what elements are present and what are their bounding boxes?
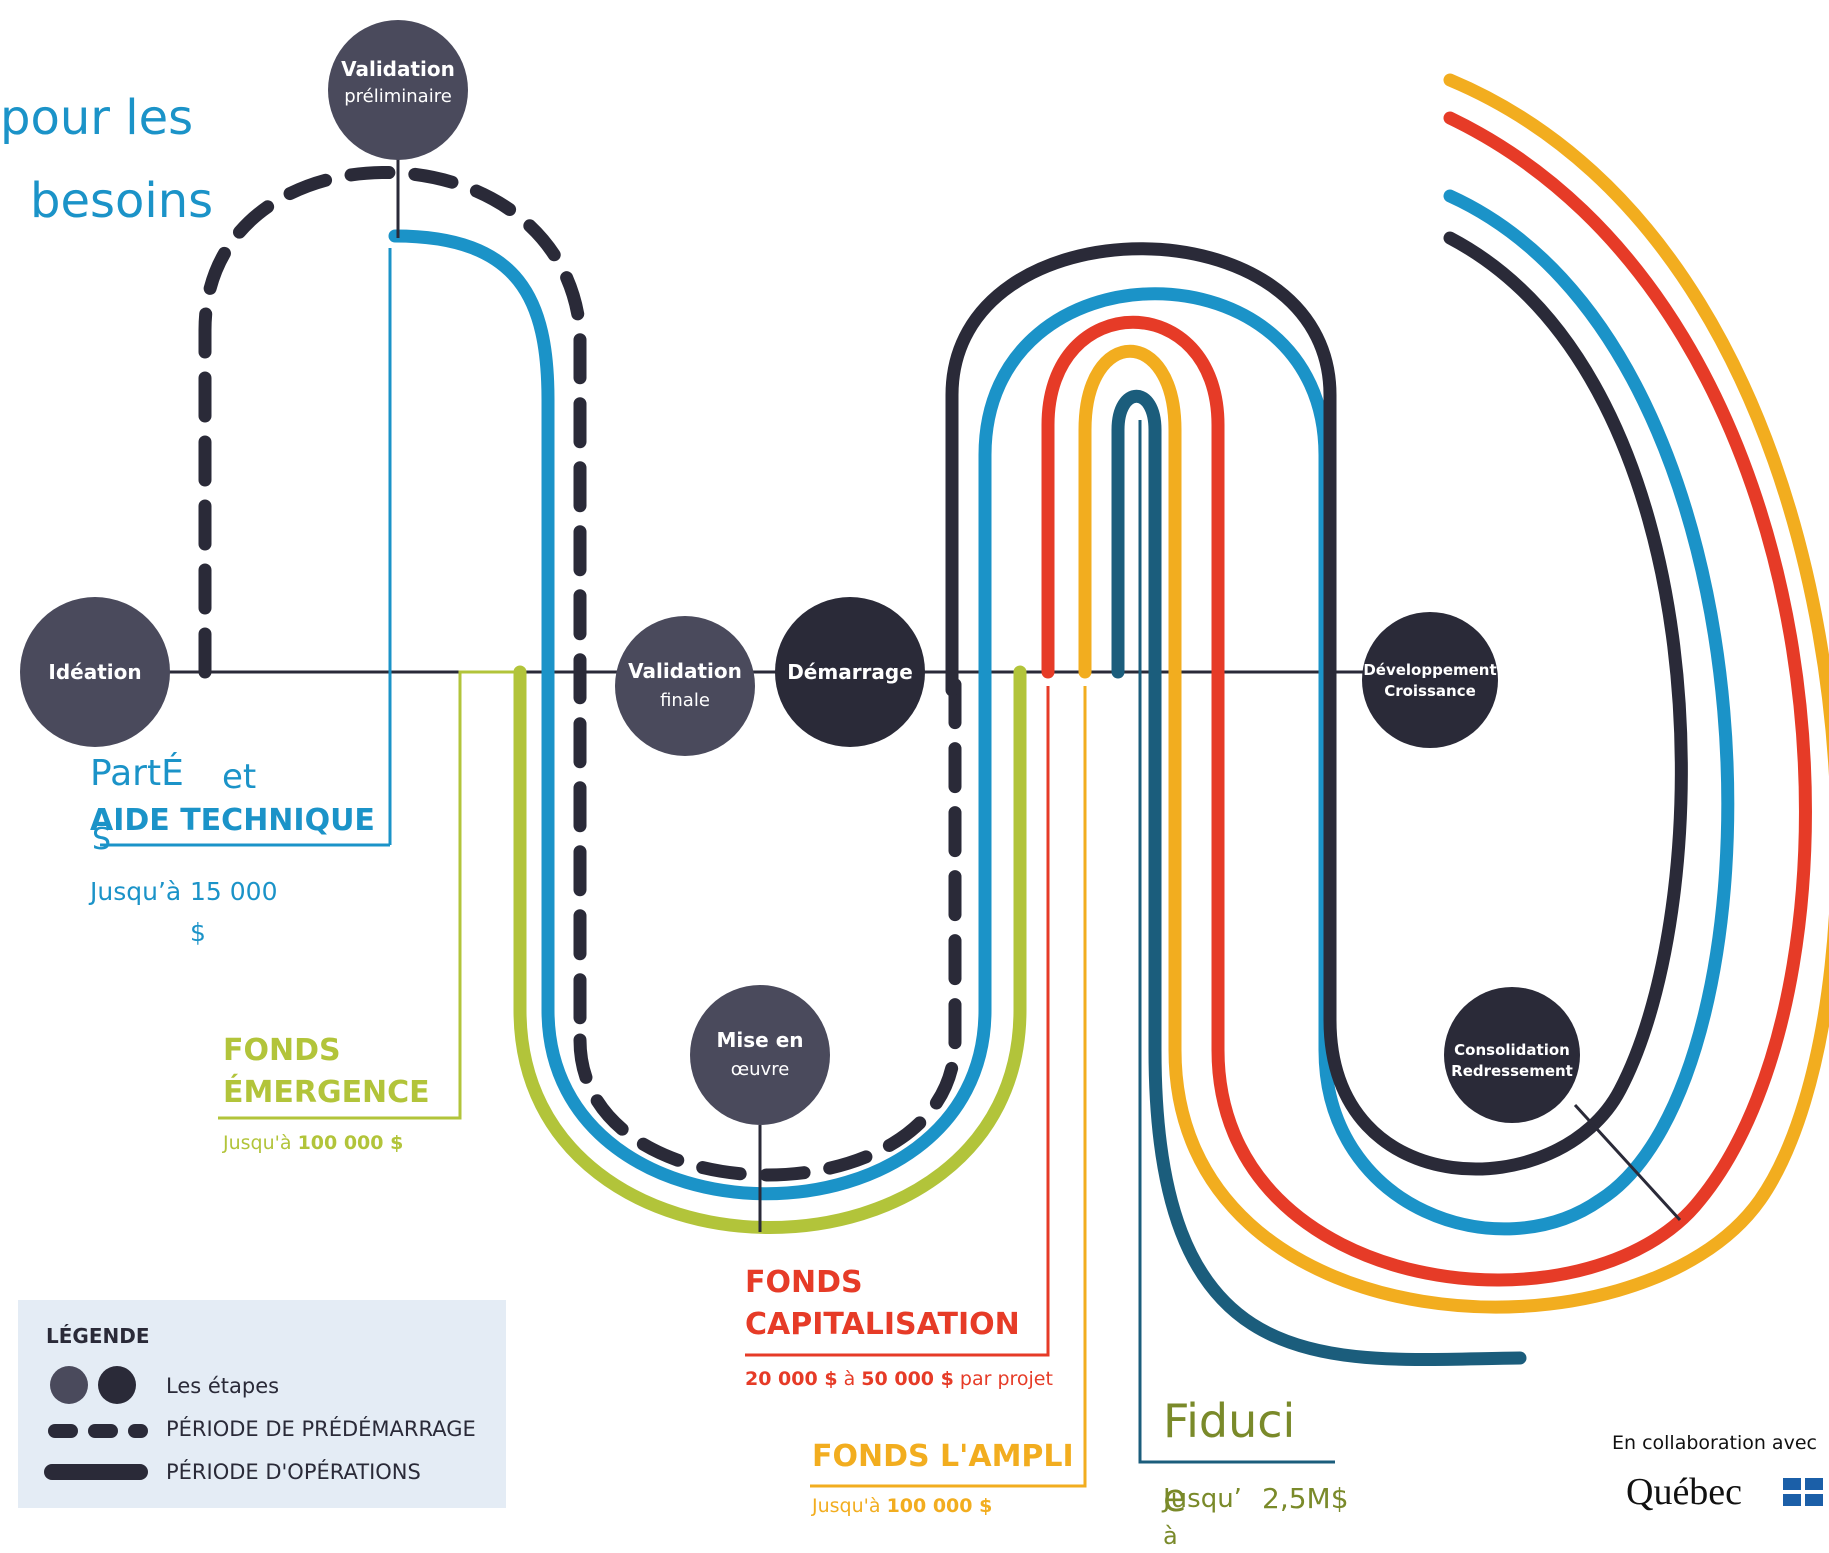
legend-solid-line (44, 1464, 148, 1480)
svg-text:œuvre: œuvre (731, 1059, 790, 1080)
stage-ideation: Idéation (20, 597, 170, 747)
svg-text:Redressement: Redressement (1451, 1062, 1573, 1080)
quebec-logo-text: Québec (1626, 1471, 1743, 1513)
legend-item-stages: Les étapes (166, 1374, 280, 1398)
stage-validation-preliminaire: Validation préliminaire (328, 20, 468, 160)
ampli-amount: Jusqu'à 100 000 $ (812, 1495, 993, 1517)
svg-text:Croissance: Croissance (1384, 682, 1476, 700)
legend-title: LÉGENDE (46, 1324, 150, 1348)
emergence-title-1: FONDS (223, 1033, 341, 1068)
prestart-dashed-path-2 (573, 673, 962, 1182)
orange-track (1078, 73, 1829, 1314)
fiducie-stray: e (1163, 1476, 1187, 1520)
green-track (513, 665, 1027, 1234)
aide-technique-amount: 15 000 (190, 877, 278, 906)
emergence-amount: Jusqu'à 100 000 $ (223, 1132, 404, 1154)
aide-technique-prefix: PartÉ (90, 753, 184, 794)
svg-text:préliminaire: préliminaire (344, 86, 452, 107)
ampli-title: FONDS L'AMPLI (812, 1439, 1074, 1474)
consolidation-stem (1573, 1103, 1682, 1222)
emergence-title-2: ÉMERGENCE (223, 1075, 430, 1110)
aide-technique-amount-prefix: Jusqu’à (90, 877, 182, 906)
legend-dash-1 (48, 1424, 78, 1438)
stage-mise-en-oeuvre: Mise en œuvre (690, 985, 830, 1125)
legend-item-operations: PÉRIODE D'OPÉRATIONS (166, 1460, 421, 1484)
aide-technique-connector: et (222, 757, 257, 797)
aide-technique-currency: $ (190, 918, 206, 947)
svg-text:Consolidation: Consolidation (1454, 1041, 1570, 1059)
legend-dash-3 (128, 1424, 148, 1438)
legend-dash-2 (88, 1424, 118, 1438)
fiducie-leader (1138, 420, 1335, 1464)
blue-track (388, 189, 1735, 1236)
legend-stage-dot-2 (98, 1366, 136, 1404)
emergence-leader (218, 670, 520, 1120)
svg-text:finale: finale (660, 690, 710, 711)
aide-technique-stray: S (92, 822, 112, 857)
collaboration-label: En collaboration avec (1612, 1432, 1817, 1454)
header-line-1: pour les (0, 90, 194, 146)
red-track (1041, 111, 1812, 1287)
fiducie-title: Fiduci (1163, 1394, 1296, 1448)
svg-text:Mise en: Mise en (717, 1028, 804, 1052)
fiducie-amount-prefix: Jusqu’ (1163, 1484, 1242, 1514)
navy-track (945, 231, 1688, 1176)
teal-track (1111, 389, 1527, 1366)
quebec-flag-icon (1783, 1478, 1823, 1506)
legend-stage-dot-1 (50, 1366, 88, 1404)
capitalisation-amount: 20 000 $ à 50 000 $ par projet (745, 1368, 1053, 1390)
stage-validation-finale: Validation finale (615, 616, 755, 756)
svg-text:Idéation: Idéation (48, 660, 141, 684)
legend: LÉGENDE Les étapes PÉRIODE DE PRÉDÉMARRA… (18, 1300, 506, 1508)
svg-text:Développement: Développement (1363, 661, 1496, 679)
header-line-2: besoins (30, 173, 214, 229)
capitalisation-leader (745, 686, 1050, 1357)
svg-text:Démarrage: Démarrage (787, 660, 913, 684)
legend-item-prestart: PÉRIODE DE PRÉDÉMARRAGE (166, 1417, 476, 1441)
prestart-dashed-path-1 (198, 166, 587, 1047)
svg-text:Validation: Validation (628, 659, 742, 683)
fiducie-amount-suffix: à (1163, 1522, 1178, 1550)
capitalisation-title-1: FONDS (745, 1265, 863, 1300)
stage-developpement-croissance: Développement Croissance (1362, 612, 1498, 748)
stage-demarrage: Démarrage (775, 597, 925, 747)
capitalisation-title-2: CAPITALISATION (745, 1307, 1020, 1342)
stage-consolidation-redressement: Consolidation Redressement (1444, 987, 1580, 1123)
aide-technique-title: AIDE TECHNIQUE (90, 803, 375, 838)
svg-text:Validation: Validation (341, 57, 455, 81)
fiducie-amount: 2,5M$ (1262, 1482, 1349, 1515)
ampli-leader (810, 686, 1087, 1488)
